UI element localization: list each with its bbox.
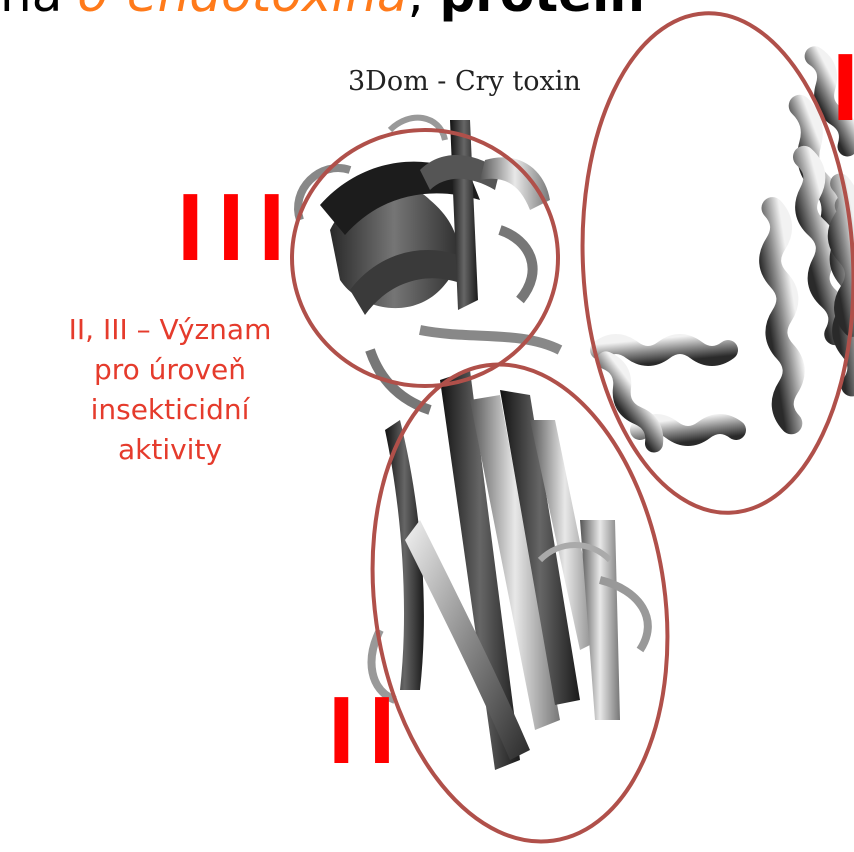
annotation-line-1: II, III – Význam — [0, 310, 340, 350]
domain-i-structure — [600, 54, 854, 446]
domain-ii-structure — [370, 330, 648, 770]
annotation-line-2: pro úroveň — [0, 350, 340, 390]
domain-i-label: I — [832, 40, 854, 136]
domain-ii-label: II — [328, 683, 409, 779]
annotation-line-4: aktivity — [0, 430, 340, 470]
annotation-line-3: insekticidní — [0, 390, 340, 430]
domain-iii-structure — [298, 118, 550, 315]
domain-iii-label: III — [177, 180, 299, 276]
domain-annotation: II, III – Význam pro úroveň insekticidní… — [0, 310, 340, 470]
figure-title: 3Dom - Cry toxin — [348, 66, 581, 97]
